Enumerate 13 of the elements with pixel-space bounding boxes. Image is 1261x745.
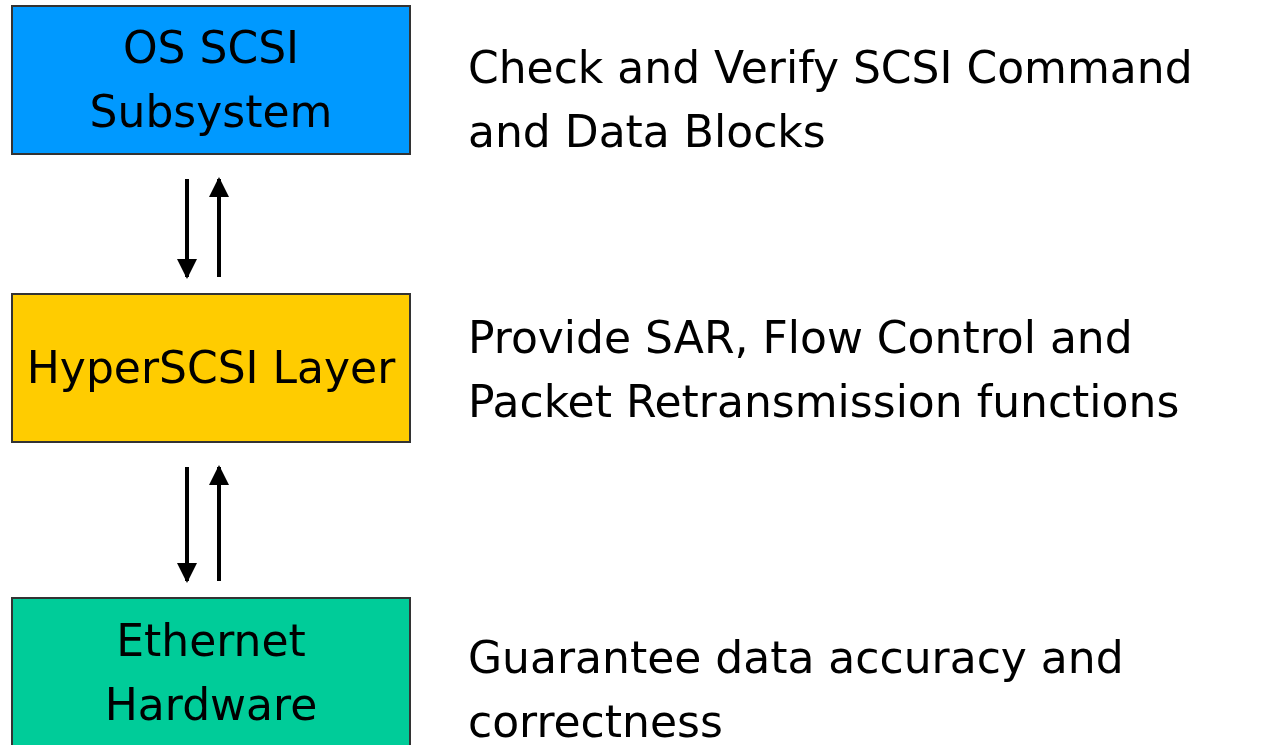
layer-box [11, 597, 411, 745]
layer-description: Check and Verify SCSI Command and Data Blocks [468, 41, 1194, 159]
layer-description: Guarantee data accuracy and correctness [468, 631, 1125, 745]
layer-name: OS SCSI Subsystem [88, 21, 334, 139]
layer-box [11, 5, 411, 155]
layer-name: HyperSCSI Layer [26, 341, 396, 395]
arrow [209, 465, 229, 581]
arrow [177, 467, 197, 583]
arrow [177, 179, 197, 279]
layer-box [11, 293, 411, 443]
arrow [209, 177, 229, 277]
layer-description: Provide SAR, Flow Control and Packet Retransmission functions [468, 311, 1181, 429]
layer-name: Ethernet Hardware [103, 614, 319, 732]
